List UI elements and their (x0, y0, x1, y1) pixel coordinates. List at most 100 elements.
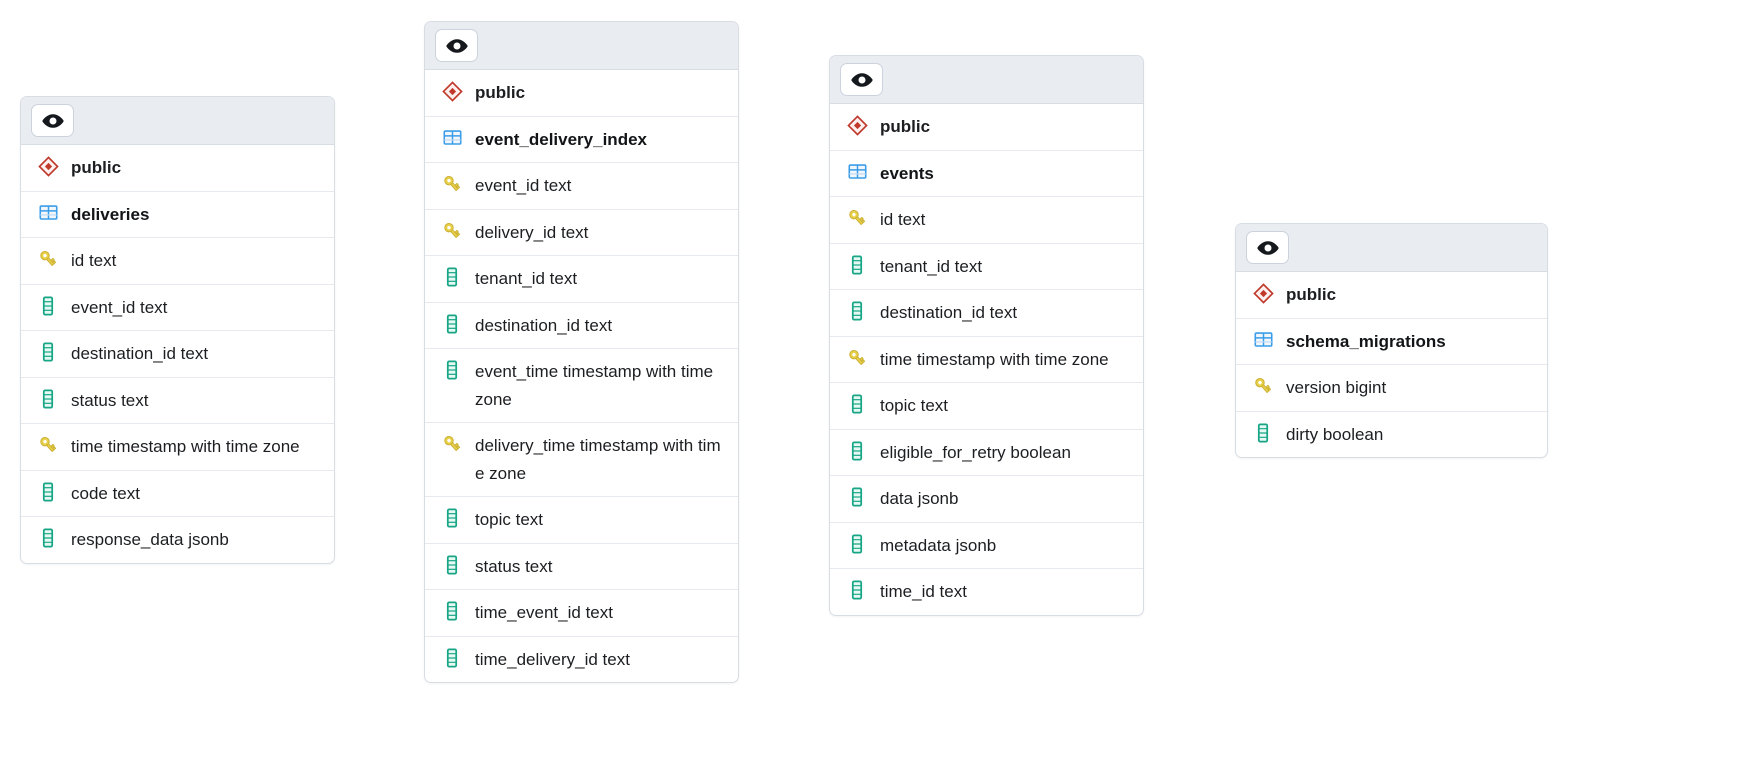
visibility-toggle-button[interactable] (31, 104, 74, 137)
schema-row[interactable]: public (1236, 272, 1547, 319)
table-name-row[interactable]: schema_migrations (1236, 319, 1547, 366)
column-icon (441, 600, 463, 622)
schema-row[interactable]: public (21, 145, 334, 192)
column-icon (441, 647, 463, 669)
column-row[interactable]: time timestamp with time zone (830, 337, 1143, 384)
eye-icon (445, 34, 469, 58)
column-icon (846, 579, 868, 601)
column-row-label: status text (475, 556, 553, 576)
table-grid-icon (846, 161, 868, 183)
column-row[interactable]: destination_id text (830, 290, 1143, 337)
column-row[interactable]: id text (21, 238, 334, 285)
visibility-toggle-button[interactable] (1246, 231, 1289, 264)
column-row[interactable]: time_event_id text (425, 590, 738, 637)
table-card-events[interactable]: public events id text tenant_id text destina… (829, 55, 1144, 616)
schema-row[interactable]: public (425, 70, 738, 117)
visibility-toggle-button[interactable] (840, 63, 883, 96)
column-icon (441, 359, 463, 381)
column-row[interactable]: version bigint (1236, 365, 1547, 412)
column-icon (846, 533, 868, 555)
column-icon (441, 313, 463, 335)
column-row-label: time_event_id text (475, 603, 613, 623)
table-name-row-label: schema_migrations (1286, 331, 1446, 351)
column-row[interactable]: response_data jsonb (21, 517, 334, 563)
table-name-row[interactable]: events (830, 151, 1143, 198)
column-icon (846, 393, 868, 415)
table-grid-icon (441, 127, 463, 149)
table-card-deliveries[interactable]: public deliveries id text event_id text dest… (20, 96, 335, 564)
column-row-label: destination_id text (880, 303, 1018, 323)
column-row[interactable]: eligible_for_retry boolean (830, 430, 1143, 477)
column-row-label: dirty boolean (1286, 424, 1384, 444)
column-row-label: topic text (475, 510, 544, 530)
key-icon (441, 220, 463, 242)
eye-icon (1256, 236, 1280, 260)
column-row[interactable]: destination_id text (21, 331, 334, 378)
table-card-header (21, 97, 334, 145)
column-row-label: tenant_id text (880, 256, 983, 276)
schema-row-label: public (1286, 285, 1337, 304)
column-row[interactable]: metadata jsonb (830, 523, 1143, 570)
schema-diamond-icon (441, 80, 463, 102)
column-row-label: event_time timestamp with time zone (475, 362, 714, 409)
table-name-row-label: event_delivery_index (475, 129, 647, 149)
table-name-row[interactable]: deliveries (21, 192, 334, 239)
column-row-label: code text (71, 483, 140, 503)
column-row[interactable]: time_delivery_id text (425, 637, 738, 683)
schema-diamond-icon (1252, 282, 1274, 304)
table-card-header (830, 56, 1143, 104)
column-row-label: event_id text (71, 297, 168, 317)
column-row[interactable]: event_id text (21, 285, 334, 332)
column-row[interactable]: data jsonb (830, 476, 1143, 523)
column-row-label: data jsonb (880, 489, 959, 509)
column-row-label: time_delivery_id text (475, 649, 630, 669)
table-card-header (425, 22, 738, 70)
column-icon (846, 300, 868, 322)
column-row[interactable]: code text (21, 471, 334, 518)
column-icon (37, 481, 59, 503)
schema-row-label: public (880, 117, 931, 136)
column-row[interactable]: delivery_time timestamp with time zone (425, 423, 738, 498)
table-grid-icon (37, 202, 59, 224)
column-row[interactable]: tenant_id text (425, 256, 738, 303)
schema-row[interactable]: public (830, 104, 1143, 151)
column-row[interactable]: status text (21, 378, 334, 425)
schema-row-label: public (71, 158, 122, 177)
table-name-row[interactable]: event_delivery_index (425, 117, 738, 164)
column-row[interactable]: destination_id text (425, 303, 738, 350)
column-row[interactable]: delivery_id text (425, 210, 738, 257)
key-icon (1252, 375, 1274, 397)
column-icon (37, 527, 59, 549)
column-row[interactable]: time timestamp with time zone (21, 424, 334, 471)
column-icon (37, 388, 59, 410)
key-icon (441, 173, 463, 195)
column-row[interactable]: tenant_id text (830, 244, 1143, 291)
column-row-label: version bigint (1286, 378, 1387, 398)
visibility-toggle-button[interactable] (435, 29, 478, 62)
column-row[interactable]: event_id text (425, 163, 738, 210)
column-row[interactable]: time_id text (830, 569, 1143, 615)
column-row[interactable]: id text (830, 197, 1143, 244)
column-row-label: eligible_for_retry boolean (880, 442, 1071, 462)
table-name-row-label: deliveries (71, 204, 150, 224)
column-row[interactable]: topic text (830, 383, 1143, 430)
column-icon (441, 507, 463, 529)
column-row[interactable]: event_time timestamp with time zone (425, 349, 738, 424)
column-row[interactable]: status text (425, 544, 738, 591)
table-grid-icon (1252, 329, 1274, 351)
column-row-label: tenant_id text (475, 269, 578, 289)
column-icon (37, 341, 59, 363)
column-row-label: topic text (880, 396, 949, 416)
key-icon (37, 248, 59, 270)
key-icon (441, 433, 463, 455)
eye-icon (850, 68, 874, 92)
schema-diamond-icon (37, 155, 59, 177)
column-row-label: id text (71, 251, 117, 271)
column-icon (441, 266, 463, 288)
column-row-label: id text (880, 210, 926, 230)
column-row[interactable]: topic text (425, 497, 738, 544)
column-row[interactable]: dirty boolean (1236, 412, 1547, 458)
column-icon (37, 295, 59, 317)
